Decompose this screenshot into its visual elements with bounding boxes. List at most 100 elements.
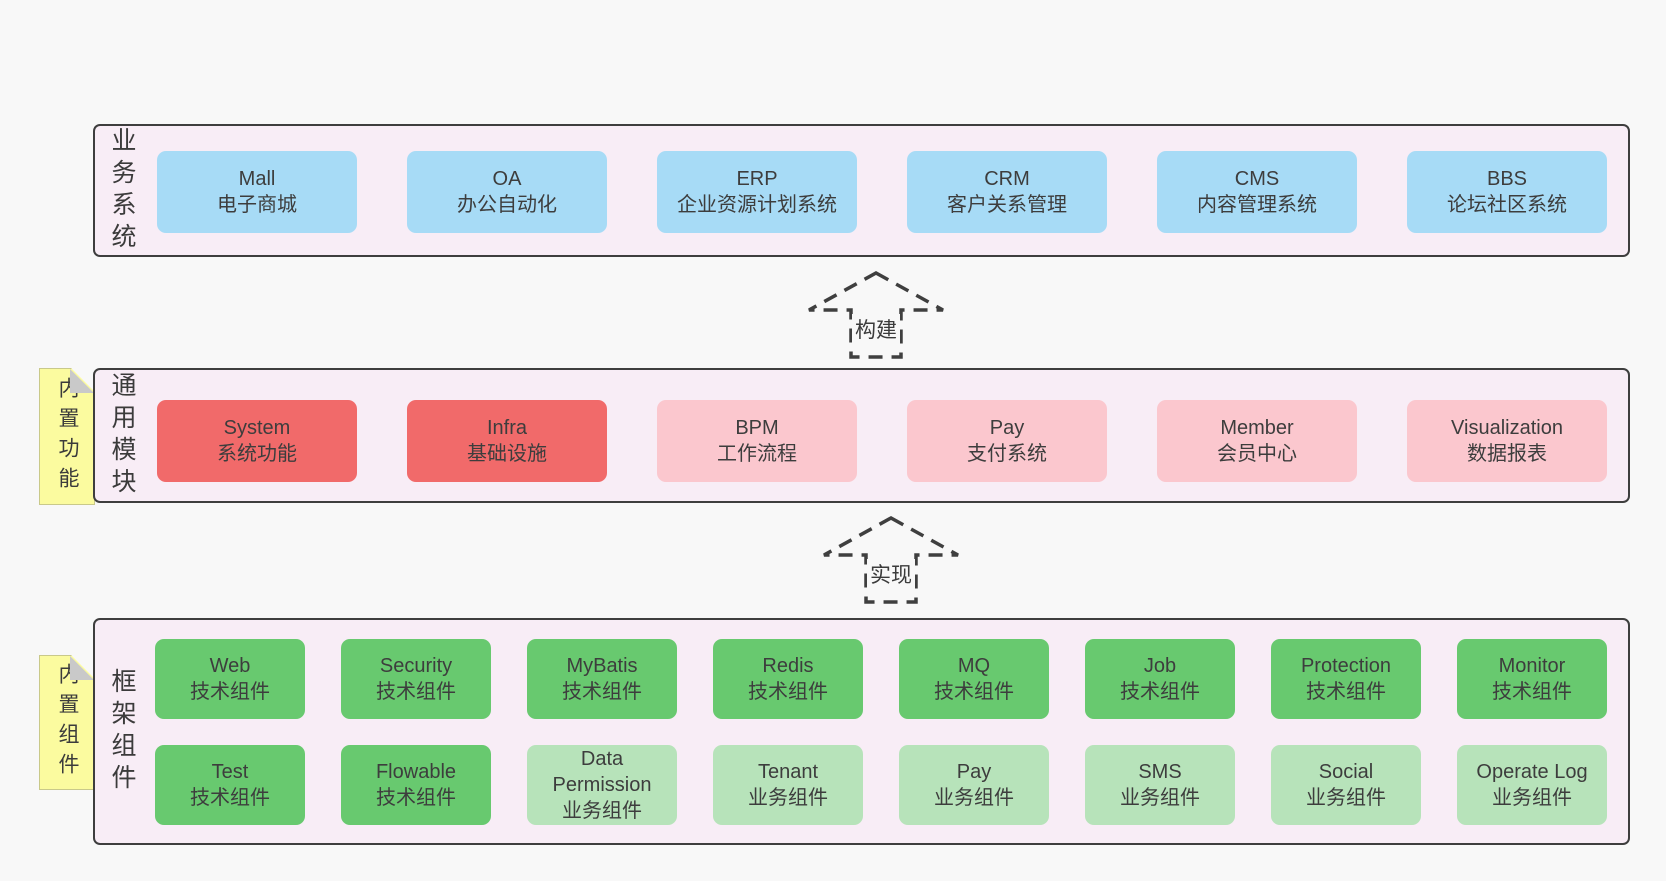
module-title: Member (1220, 417, 1294, 439)
module-box-bpm: BPM 工作流程 (657, 400, 857, 482)
module-box-protection: Protection 技术组件 (1271, 639, 1421, 719)
module-box-bbs: BBS 论坛社区系统 (1407, 151, 1607, 233)
module-subtitle: 电子商城 (217, 194, 297, 216)
module-subtitle: 论坛社区系统 (1447, 194, 1567, 216)
module-subtitle: 技术组件 (1306, 681, 1386, 703)
dashed-up-arrow-icon (823, 516, 959, 604)
module-box-security: Security 技术组件 (341, 639, 491, 719)
module-box-crm: CRM 客户关系管理 (907, 151, 1107, 233)
module-title: CRM (984, 168, 1030, 190)
module-subtitle: 业务组件 (748, 787, 828, 809)
module-box-infra: Infra 基础设施 (407, 400, 607, 482)
folded-corner-icon (70, 369, 94, 393)
module-title: ERP (736, 168, 778, 190)
module-title: Protection (1300, 655, 1392, 677)
module-title: BPM (735, 417, 779, 439)
module-box-pay: Pay 业务组件 (899, 745, 1049, 825)
module-box-sms: SMS 业务组件 (1085, 745, 1235, 825)
implement-arrow: 实现 (821, 515, 961, 605)
sticky-note-label: 内置功能 (56, 376, 79, 497)
module-subtitle: 工作流程 (717, 443, 797, 465)
module-subtitle: 技术组件 (748, 681, 828, 703)
module-subtitle: 企业资源计划系统 (677, 194, 837, 216)
module-subtitle: 支付系统 (967, 443, 1047, 465)
module-title: Redis (762, 655, 814, 677)
module-box-redis: Redis 技术组件 (713, 639, 863, 719)
module-box-flowable: Flowable 技术组件 (341, 745, 491, 825)
layer-business-systems: 业务系统 Mall 电子商城 OA 办公自动化 ERP 企业资源计划系统 CRM 客户关系管理… (93, 124, 1630, 257)
module-title: Pay (956, 761, 992, 783)
module-title: Security (379, 655, 453, 677)
module-box-data-permission: Data Permission 业务组件 (527, 745, 677, 825)
layer-label-common-modules: 通用模块 (108, 371, 136, 500)
module-title: Flowable (375, 761, 457, 783)
module-subtitle: 技术组件 (376, 681, 456, 703)
dashed-up-arrow-icon (808, 271, 944, 359)
module-subtitle: 业务组件 (562, 800, 642, 822)
module-title: Mall (238, 168, 276, 190)
module-subtitle: 内容管理系统 (1197, 194, 1317, 216)
module-box-oa: OA 办公自动化 (407, 151, 607, 233)
module-row: System 系统功能 Infra 基础设施 BPM 工作流程 Pay 支付系统 Member 会… (157, 400, 1607, 482)
module-subtitle: 数据报表 (1467, 443, 1547, 465)
module-title: Web (209, 655, 251, 677)
module-box-tenant: Tenant 业务组件 (713, 745, 863, 825)
sticky-note-builtin-features: 内置功能 (39, 368, 95, 505)
sticky-note-label: 内置组件 (56, 662, 79, 783)
module-title: Pay (989, 417, 1025, 439)
module-subtitle: 技术组件 (562, 681, 642, 703)
module-subtitle: 技术组件 (190, 787, 270, 809)
module-title: Infra (486, 417, 528, 439)
module-subtitle: 业务组件 (1306, 787, 1386, 809)
module-title: OA (492, 168, 522, 190)
module-title: MyBatis (566, 655, 638, 677)
module-subtitle: 系统功能 (217, 443, 297, 465)
sticky-note-builtin-components: 内置组件 (39, 655, 95, 790)
module-title: Monitor (1498, 655, 1566, 677)
common-modules-grid: System 系统功能 Infra 基础设施 BPM 工作流程 Pay 支付系统 Member 会… (157, 400, 1607, 482)
layer-label-framework-components: 框架组件 (108, 667, 136, 796)
module-title: Job (1143, 655, 1177, 677)
module-title: SMS (1138, 761, 1182, 783)
module-box-mq: MQ 技术组件 (899, 639, 1049, 719)
module-title: System (223, 417, 291, 439)
layer-label-business-systems: 业务系统 (108, 126, 136, 255)
module-box-operate-log: Operate Log 业务组件 (1457, 745, 1607, 825)
build-arrow: 构建 (806, 270, 946, 360)
module-subtitle: 基础设施 (467, 443, 547, 465)
module-subtitle: 技术组件 (376, 787, 456, 809)
module-box-member: Member 会员中心 (1157, 400, 1357, 482)
module-box-erp: ERP 企业资源计划系统 (657, 151, 857, 233)
module-title: MQ (957, 655, 991, 677)
layer-common-modules: 通用模块 System 系统功能 Infra 基础设施 BPM 工作流程 Pay 支付系统 Me… (93, 368, 1630, 503)
module-title: Data Permission (552, 748, 652, 796)
module-title: BBS (1486, 168, 1528, 190)
module-subtitle: 业务组件 (1492, 787, 1572, 809)
module-box-system: System 系统功能 (157, 400, 357, 482)
module-box-pay: Pay 支付系统 (907, 400, 1107, 482)
build-arrow-label: 构建 (852, 314, 900, 344)
module-title: Operate Log (1476, 761, 1588, 783)
module-subtitle: 技术组件 (934, 681, 1014, 703)
module-subtitle: 业务组件 (934, 787, 1014, 809)
module-title: Tenant (757, 761, 819, 783)
folded-corner-icon (70, 656, 94, 680)
module-subtitle: 客户关系管理 (947, 194, 1067, 216)
module-subtitle: 业务组件 (1120, 787, 1200, 809)
module-subtitle: 会员中心 (1217, 443, 1297, 465)
module-subtitle: 办公自动化 (457, 194, 557, 216)
